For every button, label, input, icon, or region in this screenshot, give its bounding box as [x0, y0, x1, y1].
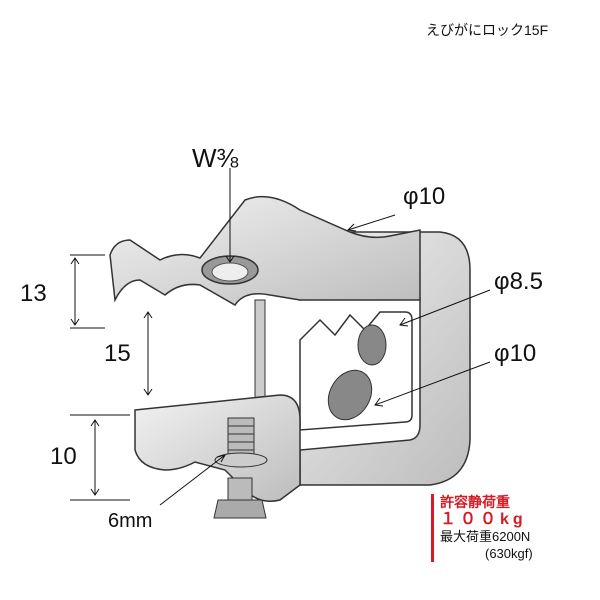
- hole-10: [327, 369, 373, 421]
- dimension-13-label: 13: [20, 280, 47, 307]
- hole-mid-diameter-label: φ8.5: [494, 268, 543, 295]
- bracket-top-channel: [109, 195, 421, 306]
- hex-nut: [213, 499, 267, 519]
- hole-top-diameter-label: φ10: [403, 183, 446, 210]
- hole-low-diameter-label: φ10: [494, 340, 537, 367]
- max-load-kgf: (630kgf): [485, 546, 533, 561]
- dimension-15-label: 15: [104, 340, 131, 367]
- thread-size-label: W⅜: [192, 143, 239, 173]
- thread-hole-inner: [211, 262, 249, 282]
- allowable-load-value: １００kg: [440, 511, 527, 528]
- product-title: えびがにロック15F: [426, 22, 549, 38]
- max-load: 最大荷重6200N: [440, 529, 531, 544]
- bolt: [213, 417, 268, 519]
- hole-8-5: [357, 324, 387, 366]
- allowable-load-title: 許容静荷重: [440, 494, 510, 510]
- bracket-inner-wall: [254, 299, 266, 401]
- dimension-lines: [70, 168, 491, 506]
- bolt-washer: [214, 452, 268, 468]
- bolt-size-label: 6mm: [108, 510, 153, 532]
- dimension-10-label: 10: [50, 443, 77, 470]
- load-rating-box: 許容静荷重 １００kg 最大荷重6200N (630kgf): [431, 494, 533, 562]
- bracket-bottom-channel: [134, 394, 301, 502]
- bolt-lower-thread: [227, 477, 253, 501]
